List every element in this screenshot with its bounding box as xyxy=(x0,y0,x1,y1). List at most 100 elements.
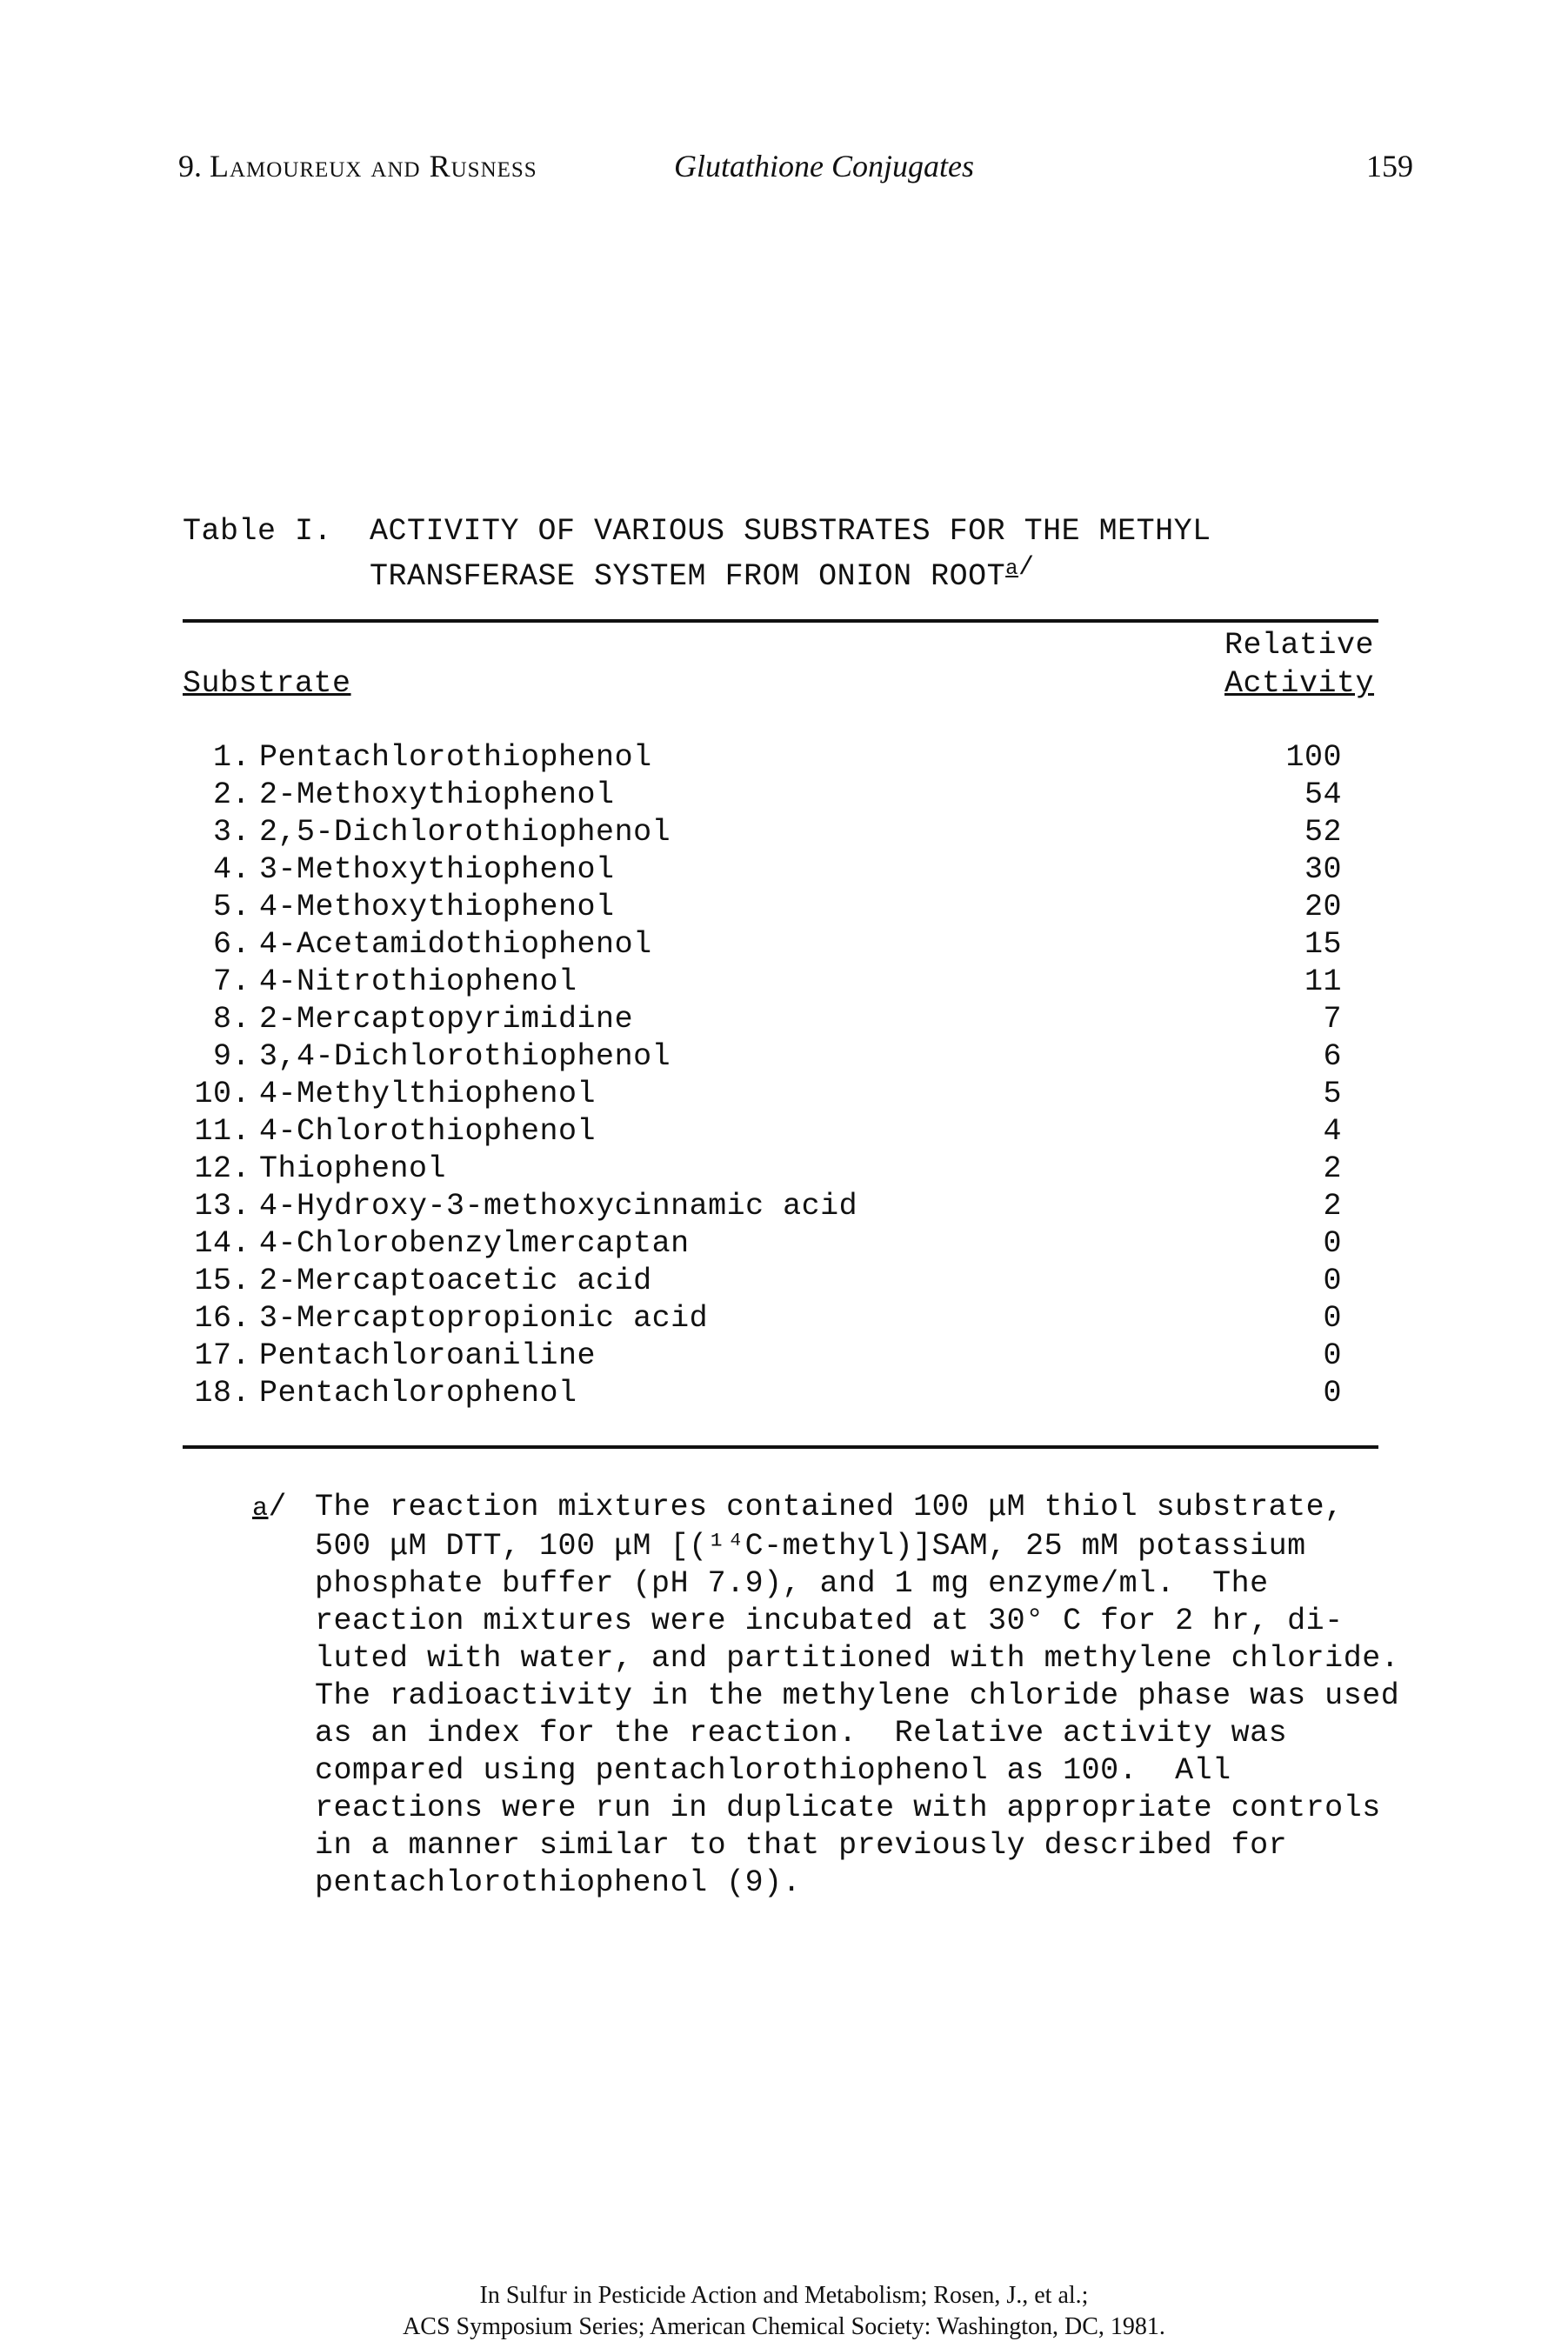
relative-activity-value: 0 xyxy=(1323,1376,1342,1411)
substrate-name: 4-Nitrothiophenol xyxy=(259,964,577,999)
row-number: 7. xyxy=(212,964,250,999)
footnote-line: compared using pentachlorothiophenol as … xyxy=(252,1752,1409,1790)
footnote-text: reaction mixtures were incubated at 30° … xyxy=(315,1604,1344,1638)
footnote-text: as an index for the reaction. Relative a… xyxy=(315,1716,1288,1751)
footnote-text: 500 μM DTT, 100 μM [(¹⁴C-methyl)]SAM, 25… xyxy=(315,1529,1306,1564)
footnote-line: as an index for the reaction. Relative a… xyxy=(252,1715,1409,1752)
row-number: 17. xyxy=(194,1338,250,1373)
row-number: 4. xyxy=(212,852,250,887)
caption-first-line: Table I. ACTIVITY OF VARIOUS SUBSTRATES F… xyxy=(183,513,1211,550)
relative-activity-value: 0 xyxy=(1323,1264,1342,1298)
footnote-line: pentachlorothiophenol (9). xyxy=(252,1864,1409,1902)
chapter-authors: Lamoureux and Rusness xyxy=(210,149,537,183)
caption-text-1: ACTIVITY OF VARIOUS SUBSTRATES FOR THE M… xyxy=(370,514,1211,549)
row-number: 5. xyxy=(212,890,250,924)
row-number: 11. xyxy=(194,1114,250,1149)
chapter-heading: 9. Lamoureux and Rusness xyxy=(178,148,537,184)
row-number: 16. xyxy=(194,1301,250,1336)
relative-activity-value: 0 xyxy=(1323,1301,1342,1336)
substrate-name: 4-Methoxythiophenol xyxy=(259,890,615,924)
relative-activity-value: 7 xyxy=(1323,1002,1342,1037)
table-row: 13. 4-Hydroxy-3-methoxycinnamic acid 2 xyxy=(183,1188,1378,1225)
footnote-mark-slash: / xyxy=(268,1490,288,1524)
substrate-name: Thiophenol xyxy=(259,1151,447,1186)
row-number: 15. xyxy=(194,1264,250,1298)
footnote-line: The radioactivity in the methylene chlor… xyxy=(252,1678,1409,1715)
table-body: 1. Pentachlorothiophenol 100 2. 2-Methoxythi… xyxy=(183,739,1378,1412)
row-number: 9. xyxy=(212,1039,250,1074)
substrate-name: Pentachlorophenol xyxy=(259,1376,577,1411)
relative-activity-value: 15 xyxy=(1304,927,1342,962)
substrate-name: Pentachloroaniline xyxy=(259,1338,597,1373)
relative-activity-value: 54 xyxy=(1304,777,1342,812)
caption-second-line: TRANSFERASE SYSTEM FROM ONION ROOTa/ xyxy=(183,550,1211,595)
footnote-line: phosphate buffer (pH 7.9), and 1 mg enzy… xyxy=(252,1565,1409,1603)
row-number: 6. xyxy=(212,927,250,962)
table-row: 9. 3,4-Dichlorothiophenol 6 xyxy=(183,1038,1378,1076)
table-row: 7. 4-Nitrothiophenol 11 xyxy=(183,964,1378,1001)
substrate-name: Pentachlorothiophenol xyxy=(259,740,652,775)
table-row: 2. 2-Methoxythiophenol 54 xyxy=(183,777,1378,814)
row-number: 1. xyxy=(212,740,250,775)
row-number: 18. xyxy=(194,1376,250,1411)
footnote-line: reactions were run in duplicate with app… xyxy=(252,1790,1409,1827)
row-number: 10. xyxy=(194,1077,250,1111)
table-label: Table I. xyxy=(183,514,333,549)
caption-footnote-slash: / xyxy=(1018,553,1035,583)
footnote-text: luted with water, and partitioned with m… xyxy=(315,1641,1400,1676)
relative-activity-value: 100 xyxy=(1285,740,1342,775)
substrate-name: 3,4-Dichlorothiophenol xyxy=(259,1039,671,1074)
running-title: Glutathione Conjugates xyxy=(674,149,974,183)
footnote-mark-letter: a xyxy=(252,1494,269,1524)
relative-activity-value: 0 xyxy=(1323,1226,1342,1261)
table-row: 17. Pentachloroaniline 0 xyxy=(183,1337,1378,1375)
footnote-line: a/ The reaction mixtures contained 100 μM… xyxy=(252,1489,1409,1528)
footnote-text: compared using pentachlorothiophenol as … xyxy=(315,1753,1231,1788)
table-top-rule xyxy=(183,619,1378,623)
substrate-name: 3-Methoxythiophenol xyxy=(259,852,615,887)
citation-line-2: ACS Symposium Series; American Chemical … xyxy=(403,2313,1165,2340)
footnote-text: reactions were run in duplicate with app… xyxy=(315,1791,1381,1825)
table-row: 5. 4-Methoxythiophenol 20 xyxy=(183,889,1378,926)
running-head: 9. Lamoureux and Rusness Glutathione Con… xyxy=(178,148,1413,191)
substrate-name: 4-Chlorobenzylmercaptan xyxy=(259,1226,690,1261)
table-footnote: a/ The reaction mixtures contained 100 μM… xyxy=(252,1489,1409,1902)
footnote-text: phosphate buffer (pH 7.9), and 1 mg enzy… xyxy=(315,1566,1269,1601)
row-number: 13. xyxy=(194,1189,250,1224)
page-number: 159 xyxy=(1366,149,1413,183)
relative-activity-value: 20 xyxy=(1304,890,1342,924)
relative-activity-value: 6 xyxy=(1323,1039,1342,1074)
substrate-name: 2-Methoxythiophenol xyxy=(259,777,615,812)
relative-activity-value: 11 xyxy=(1304,964,1342,999)
row-number: 3. xyxy=(212,815,250,850)
table-row: 18. Pentachlorophenol 0 xyxy=(183,1375,1378,1412)
substrate-name: 4-Acetamidothiophenol xyxy=(259,927,652,962)
table-row: 12. Thiophenol 2 xyxy=(183,1151,1378,1188)
footnote-line: 500 μM DTT, 100 μM [(¹⁴C-methyl)]SAM, 25… xyxy=(252,1528,1409,1565)
substrate-name: 2-Mercaptopyrimidine xyxy=(259,1002,634,1037)
footnote-line: reaction mixtures were incubated at 30° … xyxy=(252,1603,1409,1640)
relative-activity-value: 2 xyxy=(1323,1189,1342,1224)
relative-activity-value: 2 xyxy=(1323,1151,1342,1186)
table-bottom-rule xyxy=(183,1445,1378,1449)
table-row: 6. 4-Acetamidothiophenol 15 xyxy=(183,926,1378,964)
row-number: 2. xyxy=(212,777,250,812)
table-row: 1. Pentachlorothiophenol 100 xyxy=(183,739,1378,777)
row-number: 12. xyxy=(194,1151,250,1186)
substrate-name: 2-Mercaptoacetic acid xyxy=(259,1264,652,1298)
relative-activity-value: 0 xyxy=(1323,1338,1342,1373)
relative-activity-value: 5 xyxy=(1323,1077,1342,1111)
footnote-text: The radioactivity in the methylene chlor… xyxy=(315,1678,1400,1713)
footnote-text: pentachlorothiophenol (9). xyxy=(315,1865,802,1900)
relative-activity-value: 30 xyxy=(1304,852,1342,887)
substrate-name: 2,5-Dichlorothiophenol xyxy=(259,815,671,850)
footnote-text: The reaction mixtures contained 100 μM t… xyxy=(315,1490,1344,1524)
substrate-name: 4-Methylthiophenol xyxy=(259,1077,597,1111)
footnote-line: in a manner similar to that previously d… xyxy=(252,1827,1409,1864)
footnote-line: luted with water, and partitioned with m… xyxy=(252,1640,1409,1678)
substrate-name: 3-Mercaptopropionic acid xyxy=(259,1301,709,1336)
substrate-name: 4-Hydroxy-3-methoxycinnamic acid xyxy=(259,1189,858,1224)
